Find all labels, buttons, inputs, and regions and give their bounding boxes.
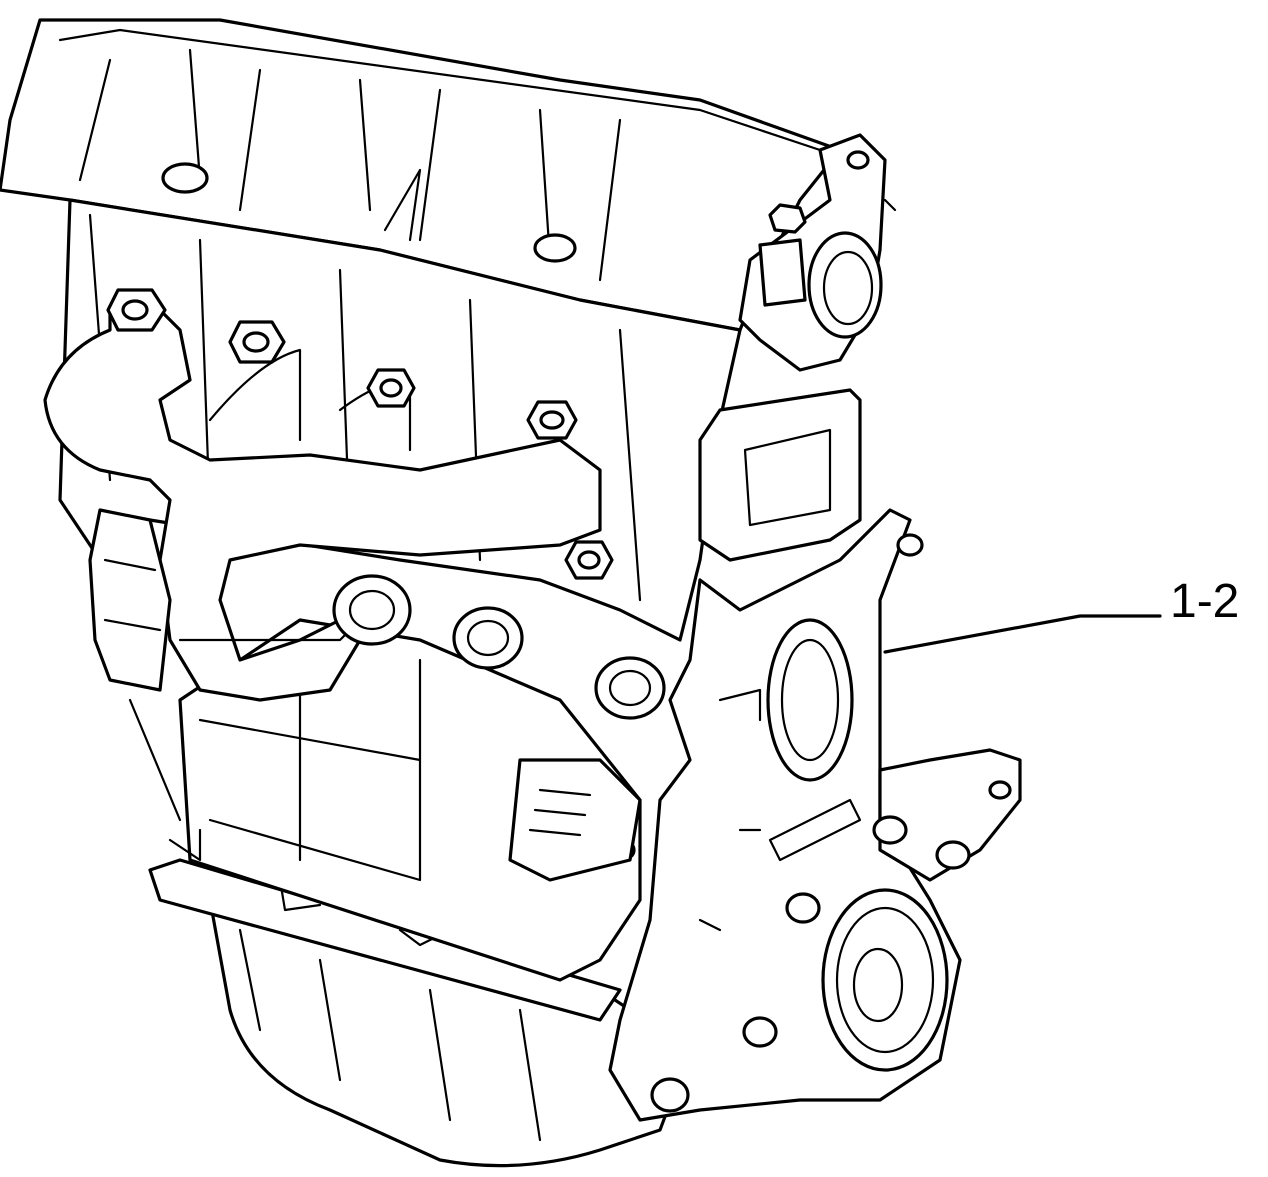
thermostat-housing	[698, 388, 862, 562]
oil-pump-flange	[508, 758, 642, 882]
callout-leader	[883, 614, 1162, 654]
oil-pan	[148, 858, 692, 1168]
crankshaft-pulley	[821, 888, 949, 1072]
bolt-5	[564, 540, 614, 580]
core-plugs	[332, 574, 666, 720]
bolt-3	[366, 368, 416, 408]
callout-label: 1-2	[1170, 575, 1240, 628]
distributor-housing	[738, 133, 897, 372]
starter-housing	[88, 508, 172, 692]
engine-mount-bracket	[872, 748, 1022, 882]
bolt-2	[228, 320, 286, 364]
bolt-4	[526, 400, 578, 440]
manifold-bolts	[106, 288, 614, 580]
bolt-1	[106, 288, 167, 332]
valve-cover	[0, 18, 842, 332]
